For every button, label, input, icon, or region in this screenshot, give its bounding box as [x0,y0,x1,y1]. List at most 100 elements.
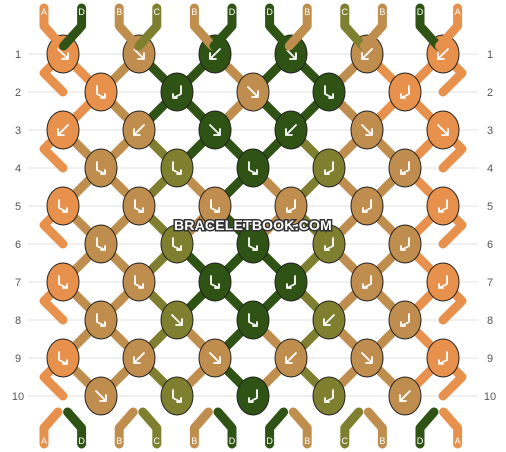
top-strand-label: A [41,7,47,17]
knot-arrow-icon [400,85,410,99]
knot-arrow-icon [209,48,221,60]
knot-arrow-icon [172,85,182,99]
knot [198,110,232,150]
bottom-strand-label: D [229,436,236,446]
knot [274,186,308,226]
knot-arrow-icon [438,275,448,289]
knot-arrow-icon [134,199,144,213]
knot [350,262,384,302]
knot-arrow-icon [209,124,221,136]
knot [122,110,156,150]
knot-body [46,262,80,302]
bottom-strand-end [114,407,138,449]
knot-arrow-icon [248,237,258,251]
knot-arrow-icon [438,351,448,365]
knot [236,148,270,188]
knot [46,338,80,378]
row-label-right: 2 [487,87,493,99]
knot-arrow-icon [323,314,335,326]
knot-arrow-icon [286,199,296,213]
top-strand-label: C [342,7,349,17]
knot-arrow-icon [210,275,220,289]
knot [388,300,422,340]
knot [46,262,80,302]
knot-body [388,148,422,188]
knot-arrow-icon [324,389,334,403]
knot-arrow-icon [172,161,182,175]
knot-body [84,148,118,188]
knot [388,376,422,416]
knot-body [350,186,384,226]
knot-arrow-icon [361,352,373,364]
top-strand-label: A [455,7,461,17]
knot-arrow-icon [57,48,69,60]
knot-body [84,224,118,264]
bottom-strand-end [39,407,63,449]
knot-arrow-icon [362,199,372,213]
knot-arrow-icon [209,352,221,364]
knot-arrow-icon [133,124,145,136]
top-strand-end [189,3,217,51]
knot-body [198,262,232,302]
knot-arrow-icon [400,161,410,175]
knot-arrow-icon [248,313,258,327]
bottom-strand-end [340,407,364,449]
top-strand-label: D [417,7,424,17]
knot [274,110,308,150]
bottom-strand-label: C [342,436,349,446]
row-label-left: 2 [15,87,21,99]
top-strand-end [134,3,162,51]
top-strand-label: B [191,7,197,17]
top-strand-label: D [229,7,236,17]
knot-body [122,186,156,226]
knot [122,262,156,302]
knot [160,148,194,188]
row-label-right: 4 [487,163,493,175]
knot-body [274,262,308,302]
knot-arrow-icon [324,237,334,251]
knot-body [236,300,270,340]
knot [236,300,270,340]
knot-arrow-icon [362,275,372,289]
row-label-right: 3 [487,125,493,137]
row-label-left: 7 [15,277,21,289]
knot-arrow-icon [247,86,259,98]
knot [312,300,346,340]
knot [160,376,194,416]
knot-arrow-icon [96,237,106,251]
top-strand-end [415,3,443,51]
knot-body [426,338,460,378]
bottom-strand-label: B [379,436,385,446]
knot-body [236,148,270,188]
knot-arrow-icon [361,124,373,136]
knot-arrow-icon [57,124,69,136]
knot [84,300,118,340]
knot-arrow-icon [324,85,334,99]
knot-arrow-icon [58,351,68,365]
bottom-strand-label: D [266,436,273,446]
knot-arrow-icon [96,85,106,99]
row-label-left: 8 [15,315,21,327]
knot-arrow-icon [172,389,182,403]
knot [426,262,460,302]
knot [388,148,422,188]
top-strand-label: B [379,7,385,17]
row-label-right: 8 [487,315,493,327]
knot-arrow-icon [248,389,258,403]
knot [236,224,270,264]
knot-arrow-icon [400,237,410,251]
watermark-text: BRACELETBOOK.COM [174,217,332,233]
knot [274,338,308,378]
bottom-strand-label: B [191,436,197,446]
knot-body [198,186,232,226]
knot-arrow-icon [133,48,145,60]
knot-arrow-icon [95,390,107,402]
knot-body [236,376,270,416]
bottom-strand-label: B [304,436,310,446]
knot-body [160,72,194,112]
knot-body [46,186,80,226]
row-label-right: 9 [487,353,493,365]
knot-arrow-icon [96,313,106,327]
knot-arrow-icon [285,124,297,136]
